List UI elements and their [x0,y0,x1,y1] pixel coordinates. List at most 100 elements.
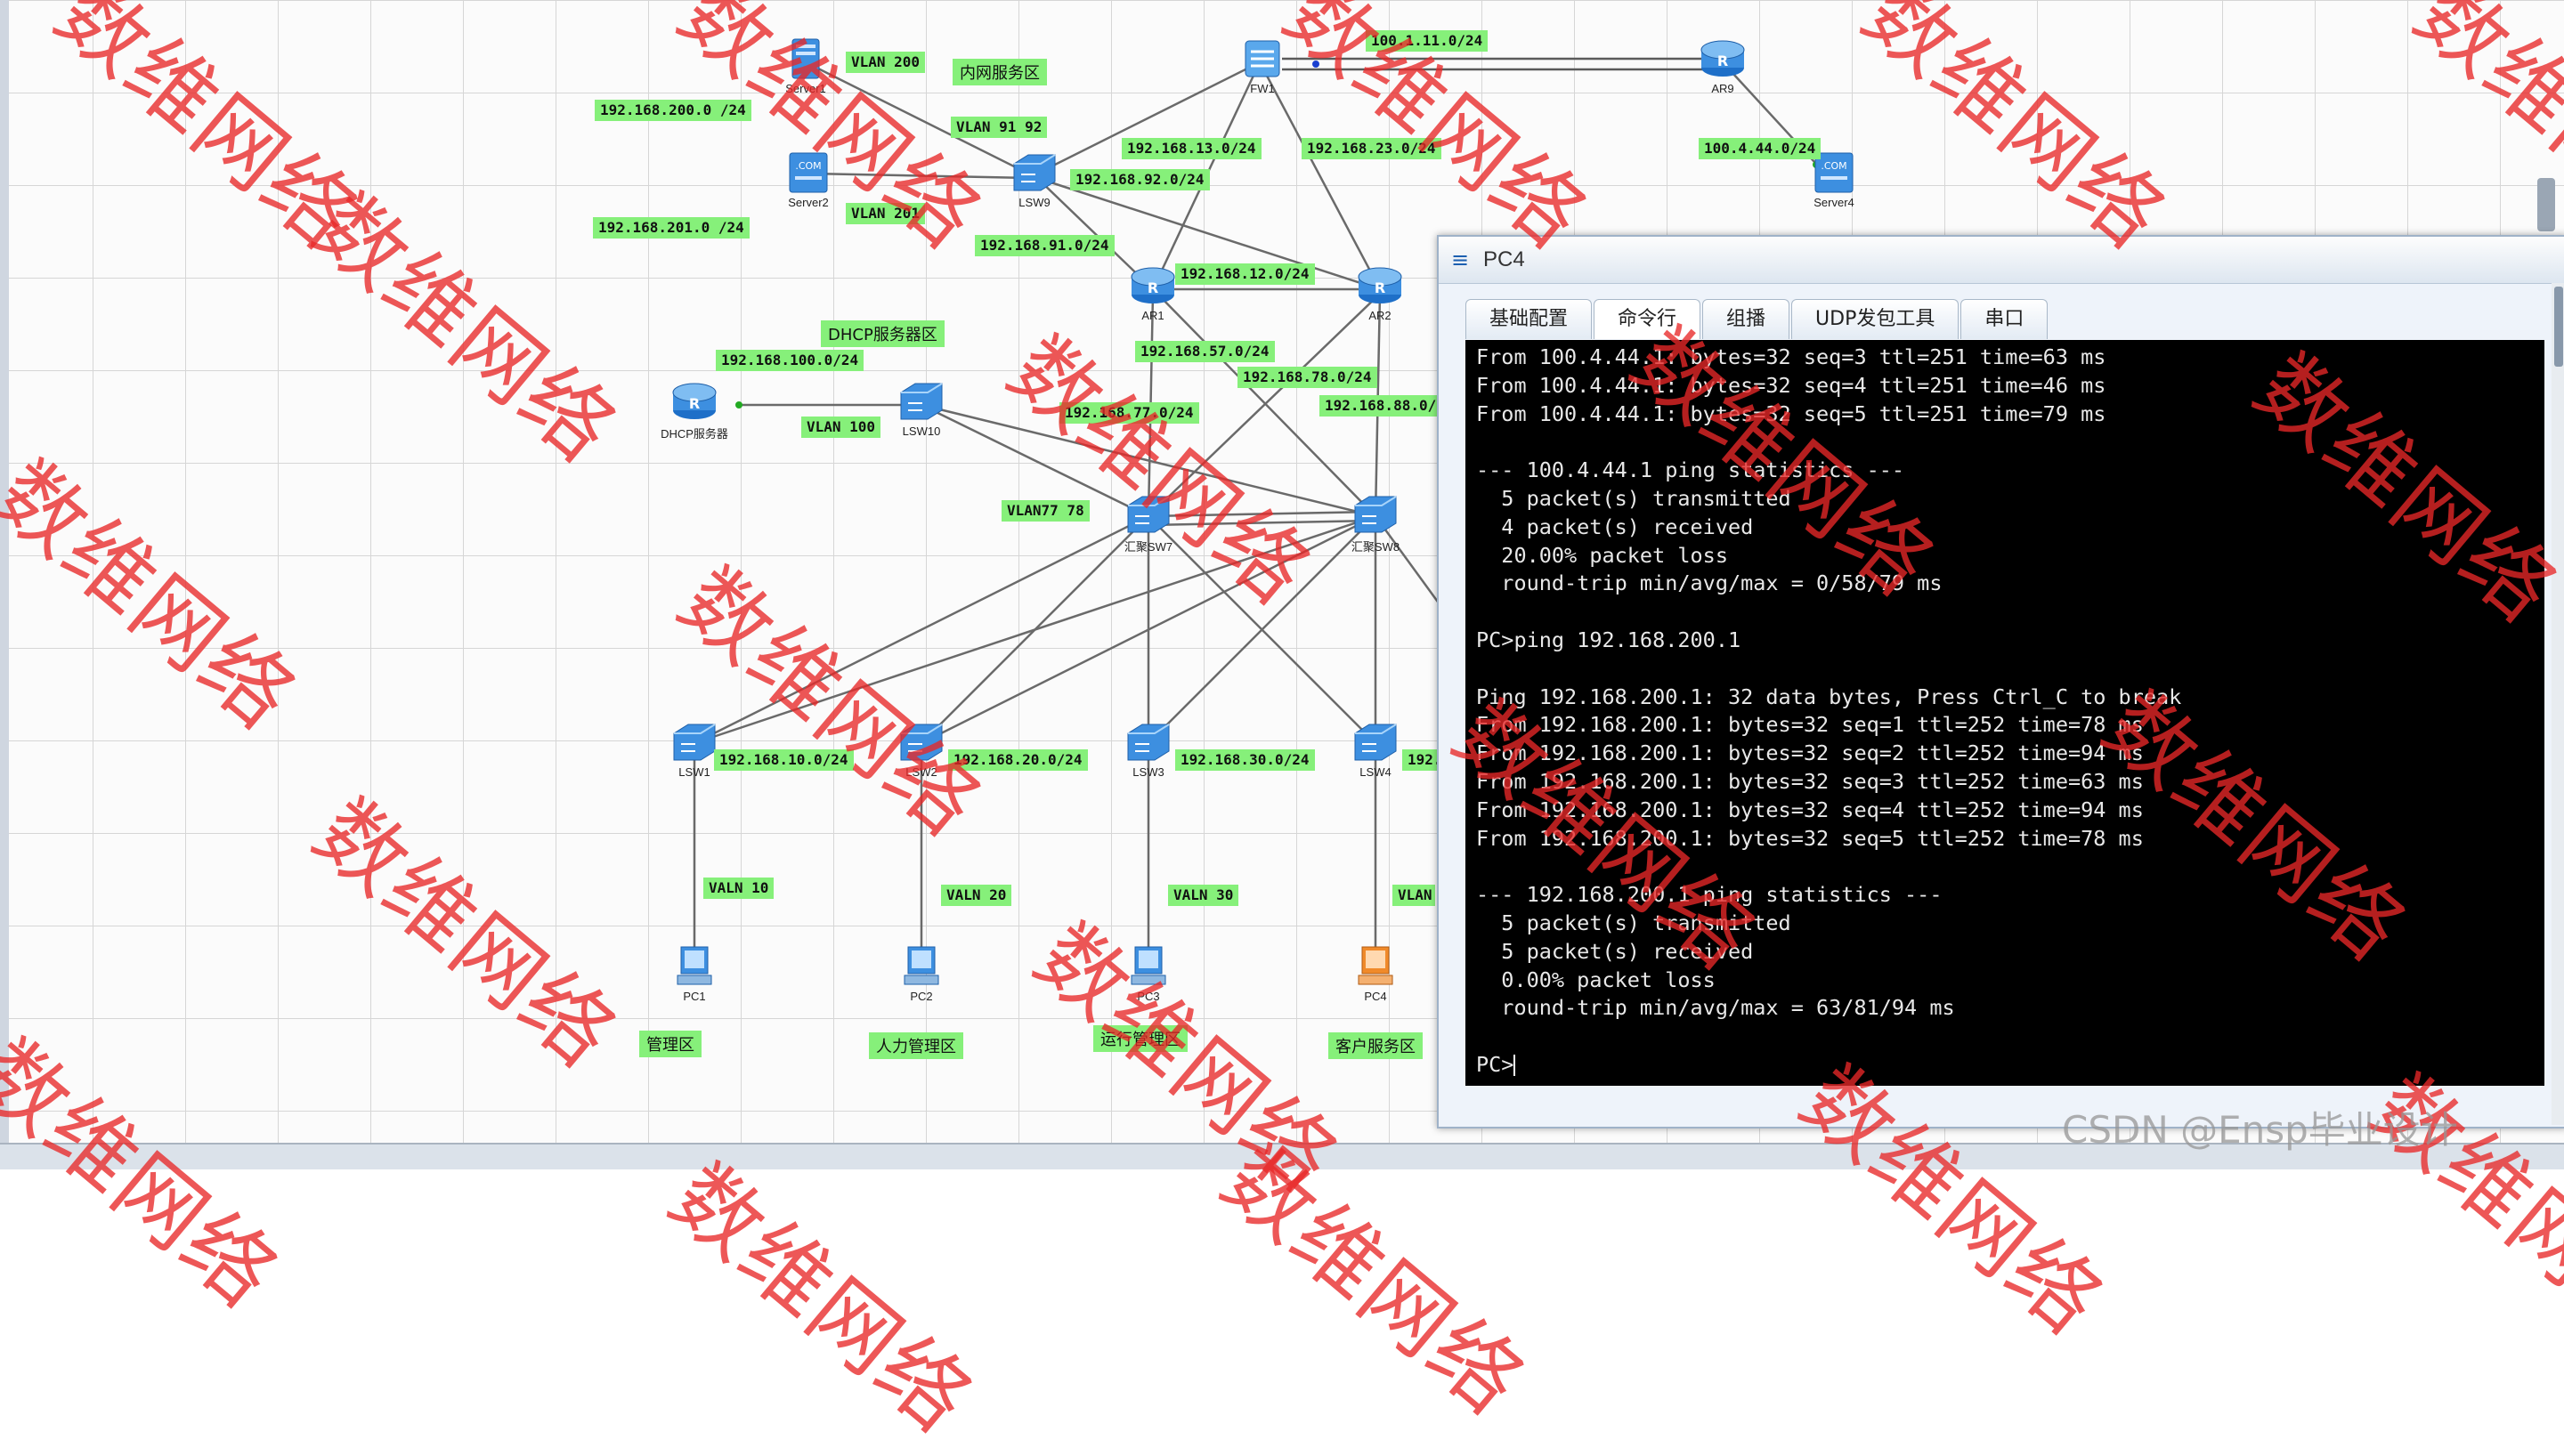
label-net-100: 192.168.100.0/24 [716,350,864,371]
tab-serial[interactable]: 串口 [1960,299,2049,339]
node-pc4[interactable]: PC4 [1349,943,1402,1003]
node-server4[interactable]: .COM Server4 [1807,150,1861,209]
terminal-line: From 192.168.200.1: bytes=32 seq=2 ttl=2… [1476,740,2144,766]
zone-client-label: 客户服务区 [1328,1032,1423,1059]
node-dhcp[interactable]: R DHCP服务器 [661,378,728,441]
server-icon [791,38,820,79]
firewall-icon [1245,40,1280,77]
switch-icon [1127,496,1170,533]
terminal-line: 0.00% packet loss [1476,967,1716,992]
ensp-logo-icon: ≡ [1451,247,1470,272]
router-icon: R [1700,40,1745,77]
label-net-30: 192.168.30.0/24 [1175,749,1315,771]
pc4-scrollbar-thumb[interactable] [2554,287,2563,367]
canvas-horizontal-scrollbar[interactable] [0,1143,2564,1169]
watermark-text: 数维网络 [651,1145,990,1453]
label-net-201: 192.168.201.0 /24 [593,217,750,239]
canvas-scrollbar-thumb[interactable] [2537,178,2555,231]
pc4-terminal[interactable]: From 100.4.44.1: bytes=32 seq=3 ttl=251 … [1465,340,2544,1086]
label-vlan7778: VLAN77 78 [1002,500,1090,522]
terminal-prompt[interactable]: PC> [1476,1051,2534,1080]
link-sw7-sw8-a [1148,510,1376,518]
switch-icon [900,383,943,420]
link-server2-lsw9 [809,172,1029,180]
tab-command-line[interactable]: 命令行 [1594,299,1701,339]
label-net-13: 192.168.13.0/24 [1122,138,1262,159]
node-server1[interactable]: Server1 [779,36,832,95]
link-sw8-lsw1 [694,514,1376,745]
node-lsw1[interactable]: LSW1 [668,719,721,779]
node-lsw3[interactable]: LSW3 [1122,719,1175,779]
svg-text:R: R [1148,279,1158,296]
node-pc2[interactable]: PC2 [895,943,948,1003]
node-label: 汇聚SW8 [1351,540,1400,554]
link-sw7-sw8-b [1148,519,1376,527]
terminal-line: From 100.4.44.1: bytes=32 seq=4 ttl=251 … [1476,372,2106,398]
terminal-line: 20.00% packet loss [1476,542,1728,568]
node-lsw9[interactable]: LSW9 [1008,150,1061,209]
pc4-titlebar[interactable]: ≡ PC4 [1439,237,2564,284]
link-lsw10-sw8 [921,403,1376,518]
prompt-text: PC> [1476,1051,1514,1077]
node-pc3[interactable]: PC3 [1122,943,1175,1003]
node-lsw10[interactable]: LSW10 [895,378,948,438]
node-sw7[interactable]: 汇聚SW7 [1122,491,1175,554]
terminal-line [1476,853,2534,881]
node-ar2[interactable]: R AR2 [1353,263,1407,322]
terminal-line: 5 packet(s) transmitted [1476,910,1791,935]
text-cursor [1513,1055,1516,1077]
node-ar9[interactable]: R AR9 [1696,36,1749,95]
terminal-line: PC>ping 192.168.200.1 [1476,627,1741,652]
svg-text:R: R [1717,53,1728,69]
server-icon: .COM [1814,152,1854,193]
link-ar1-sw8 [1156,293,1376,517]
tab-multicast[interactable]: 组播 [1702,299,1790,339]
tab-basic-config[interactable]: 基础配置 [1465,299,1593,339]
terminal-line: round-trip min/avg/max = 0/58/79 ms [1476,570,1943,596]
label-vlan200: VLAN 200 [846,52,926,73]
tab-udp-tool[interactable]: UDP发包工具 [1791,299,1960,339]
svg-text:.COM: .COM [795,160,821,172]
link-sw8-lsw2 [921,514,1376,745]
terminal-line: From 192.168.200.1: bytes=32 seq=3 ttl=2… [1476,768,2144,794]
node-fw1[interactable]: FW1 [1236,36,1289,95]
router-icon: R [1131,267,1175,303]
pc4-window-title: PC4 [1483,247,1525,271]
node-ar1[interactable]: R AR1 [1126,263,1180,322]
zone-hr-label: 人力管理区 [869,1032,963,1059]
node-label: AR2 [1368,309,1392,322]
label-vlan100: VLAN 100 [801,417,881,438]
switch-icon [1013,154,1056,191]
label-net-78: 192.168.78.0/24 [1237,367,1377,388]
link-sw8-offscreen [1374,515,1448,615]
label-net-1-11: 100.1.11.0/24 [1366,30,1489,52]
terminal-line [1476,1023,2534,1051]
node-label: PC3 [1137,990,1160,1003]
link-server1-lsw9 [805,61,1029,175]
label-net-91: 192.168.91.0/24 [975,235,1115,256]
switch-icon [1127,724,1170,761]
node-lsw4[interactable]: LSW4 [1349,719,1402,779]
terminal-line: Ping 192.168.200.1: 32 data bytes, Press… [1476,684,2182,709]
node-server2[interactable]: .COM Server2 [782,150,835,209]
node-label: LSW9 [1018,196,1051,209]
label-vlan9192: VLAN 91 92 [951,117,1048,138]
terminal-line: 5 packet(s) transmitted [1476,485,1791,511]
link-sw8-lsw3 [1148,515,1376,744]
terminal-line [1476,598,2534,627]
node-lsw2[interactable]: LSW2 [895,719,948,779]
pc-icon [904,946,939,985]
node-sw8[interactable]: 汇聚SW8 [1349,491,1402,554]
pc4-scrollbar[interactable] [2552,283,2564,1125]
terminal-line: From 192.168.200.1: bytes=32 seq=4 ttl=2… [1476,797,2144,822]
link-lsw9-ar1 [1036,177,1154,290]
node-pc1[interactable]: PC1 [668,943,721,1003]
link-lsw10-sw7 [921,403,1149,518]
svg-text:.COM: .COM [1821,160,1846,172]
node-label: AR1 [1141,309,1164,322]
label-net-77: 192.168.77.0/24 [1059,402,1199,424]
svg-text:R: R [1375,279,1385,296]
switch-icon [673,724,716,761]
